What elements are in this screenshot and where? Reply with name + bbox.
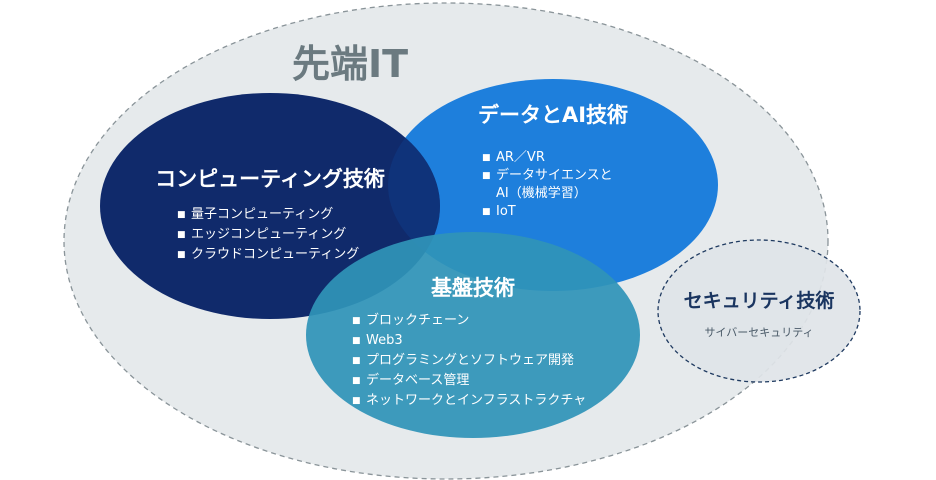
security-circle — [657, 239, 861, 383]
data-ai-item: AI（機械学習） — [496, 185, 587, 201]
foundation-bullet: ■ — [352, 336, 361, 346]
foundation-circle — [306, 232, 640, 438]
foundation-item: データベース管理 — [366, 372, 469, 388]
foundation-bullet: ■ — [352, 316, 361, 326]
foundation-bullet: ■ — [352, 376, 361, 386]
computing-list: ■ 量子コンピューティング ■ エッジコンピューティング ■ クラウドコンピュー… — [177, 207, 359, 262]
foundation-list: ■ ブロックチェーン ■ Web3 ■ プログラミングとソフトウェア開発 ■ デ… — [352, 312, 586, 408]
data-ai-bullet: ■ — [482, 207, 491, 217]
outer-area-title: 先端IT — [292, 42, 408, 86]
data-ai-item: AR／VR — [496, 150, 545, 165]
computing-item: 量子コンピューティング — [191, 207, 333, 222]
foundation-item: プログラミングとソフトウェア開発 — [366, 353, 574, 368]
data-ai-bullet: ■ — [482, 153, 491, 163]
data-ai-list: ■ AR／VR ■ データサイエンスと AI（機械学習） ■ IoT — [482, 150, 613, 219]
foundation-item: ブロックチェーン — [366, 312, 469, 328]
computing-item: クラウドコンピューティング — [191, 247, 359, 262]
computing-bullet: ■ — [177, 250, 186, 260]
data-ai-item: IoT — [496, 204, 516, 219]
security-subtitle: サイバーセキュリティ — [704, 326, 813, 339]
computing-item: エッジコンピューティング — [191, 227, 346, 242]
computing-bullet: ■ — [177, 210, 186, 220]
data-ai-bullet: ■ — [482, 171, 491, 181]
computing-bullet: ■ — [177, 230, 186, 240]
foundation-title: 基盤技術 — [431, 276, 515, 300]
foundation-bullet: ■ — [352, 396, 361, 406]
computing-title: コンピューティング技術 — [155, 167, 385, 191]
foundation-item: ネットワークとインフラストラクチャ — [366, 393, 586, 408]
data-ai-title: データとAI技術 — [478, 103, 628, 127]
data-ai-item: データサイエンスと — [496, 167, 613, 183]
foundation-bullet: ■ — [352, 356, 361, 366]
security-title: セキュリティ技術 — [684, 289, 835, 312]
foundation-item: Web3 — [366, 333, 403, 348]
